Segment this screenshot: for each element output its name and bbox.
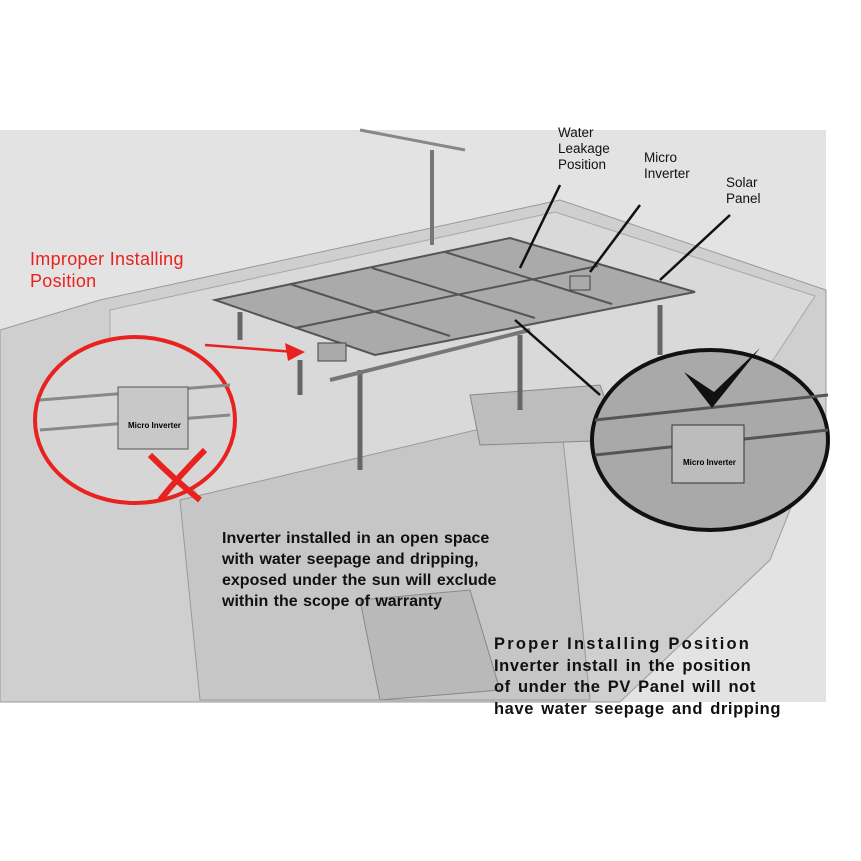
warning-line: exposed under the sun will exclude (222, 572, 497, 589)
label-line: Solar (726, 175, 758, 190)
device-label-left: Micro Inverter (128, 421, 181, 430)
label-line: Panel (726, 191, 761, 206)
label-line: Water (558, 125, 594, 140)
warning-text: Inverter installed in an open space with… (222, 528, 496, 612)
solar-panel-array (211, 236, 696, 357)
label-line: Improper Installing (30, 249, 184, 269)
mast-arm (359, 128, 466, 152)
label-improper-position: Improper Installing Position (30, 248, 184, 292)
label-line: Inverter (644, 166, 690, 181)
label-line: Position (30, 271, 97, 291)
inverter-improper (317, 342, 347, 362)
rail (329, 328, 531, 382)
x-mark-icon (147, 447, 208, 503)
inverter-proper (569, 275, 591, 291)
improper-detail-circle: Micro Inverter (33, 335, 237, 505)
proper-title: Proper Installing Position (494, 635, 752, 653)
red-arrow-head (285, 343, 305, 361)
support-legs (237, 305, 663, 470)
red-arrow (204, 343, 296, 354)
warning-line: within the scope of warranty (222, 593, 443, 610)
proper-position-text: Proper Installing Position Inverter inst… (494, 634, 781, 720)
proper-detail-circle: Micro Inverter (590, 348, 830, 532)
warning-line: with water seepage and dripping, (222, 551, 479, 568)
callout-arrows (514, 184, 731, 396)
label-micro-inverter: Micro Inverter (644, 150, 690, 182)
building-wall (179, 409, 591, 701)
warning-line: Inverter installed in an open space (222, 530, 490, 547)
label-line: Position (558, 157, 607, 172)
label-water-leakage: Water Leakage Position (558, 125, 610, 173)
device-label-right: Micro Inverter (683, 458, 736, 467)
label-line: Micro (644, 150, 677, 165)
proper-line: Inverter install in the position (494, 656, 752, 675)
label-line: Leakage (558, 141, 610, 156)
lower-structure (359, 589, 501, 701)
proper-line: of under the PV Panel will not (494, 678, 756, 696)
proper-line: have water seepage and dripping (494, 699, 782, 718)
label-solar-panel: Solar Panel (726, 175, 761, 207)
check-mark-icon (684, 348, 760, 408)
